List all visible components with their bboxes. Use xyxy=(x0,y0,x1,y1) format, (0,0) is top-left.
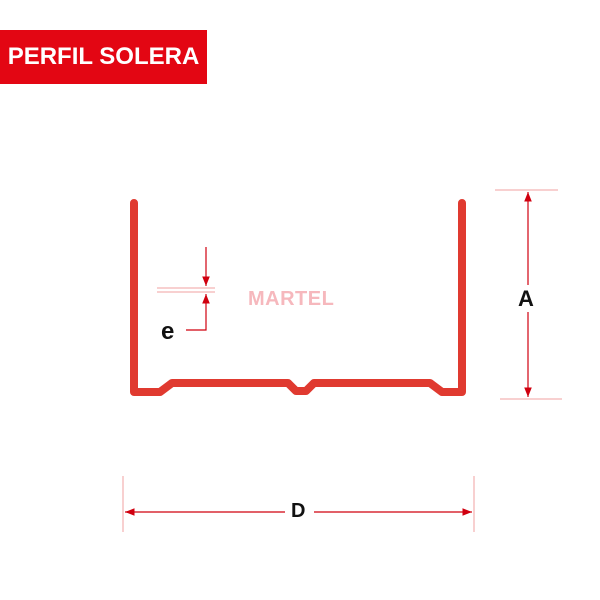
solera-profile xyxy=(130,199,466,396)
height-label: A xyxy=(518,286,534,311)
martel-watermark: MARTEL xyxy=(248,288,335,310)
thickness-label: e xyxy=(161,318,175,345)
title-banner: PERFIL SOLERA xyxy=(0,30,207,84)
thickness-arrow-bottom xyxy=(186,294,210,331)
width-label: D xyxy=(291,500,306,522)
